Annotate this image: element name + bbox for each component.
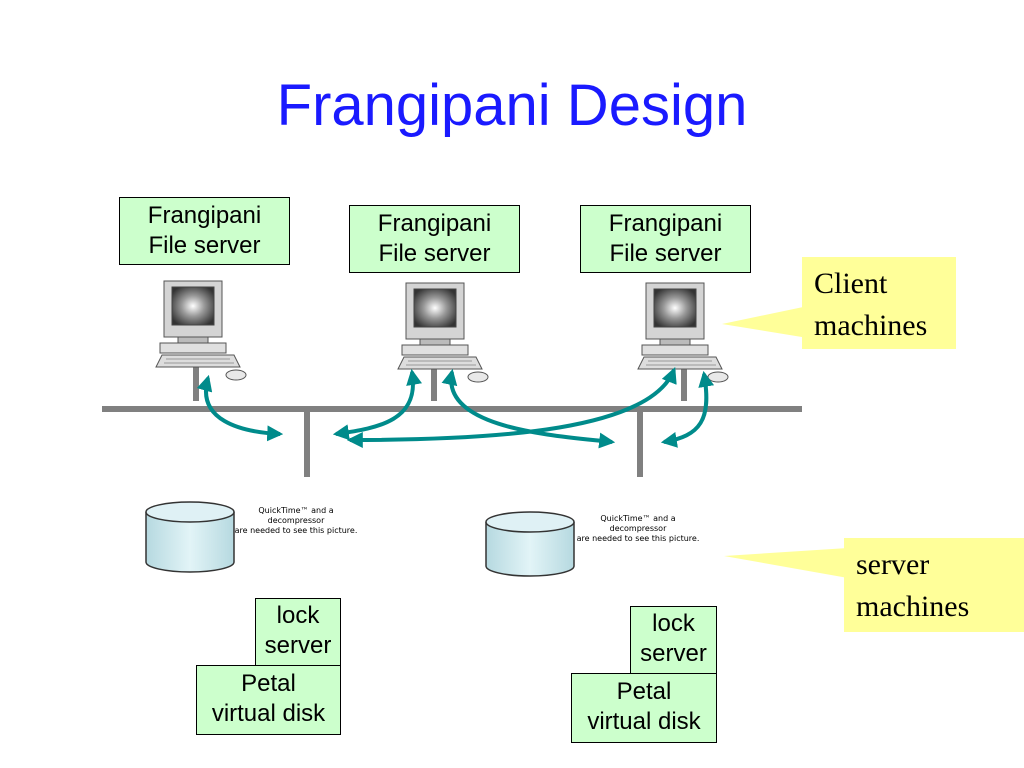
callout-text: server bbox=[856, 548, 930, 581]
lock-server-label: server bbox=[640, 640, 707, 667]
placeholder-text: are needed to see this picture. bbox=[576, 534, 700, 543]
file-server-box: Frangipani File server bbox=[349, 205, 520, 273]
petal-disk-box: Petal virtual disk bbox=[571, 673, 717, 743]
image-placeholder: QuickTime™ and a decompressor are needed… bbox=[572, 514, 704, 544]
petal-disk-label: Petal bbox=[616, 678, 672, 705]
file-server-label: File server bbox=[378, 240, 491, 267]
callout-pointer bbox=[724, 548, 848, 578]
file-server-label: File server bbox=[148, 232, 261, 259]
callout-text: Client bbox=[814, 267, 888, 300]
callout-text: machines bbox=[856, 590, 970, 623]
placeholder-text: QuickTime™ and a bbox=[258, 506, 334, 515]
computer-icon bbox=[397, 282, 489, 383]
placeholder-text: are needed to see this picture. bbox=[234, 526, 358, 535]
petal-disk-box: Petal virtual disk bbox=[196, 665, 341, 735]
slide-title: Frangipani Design bbox=[276, 73, 748, 138]
lock-server-box: lock server bbox=[255, 598, 341, 666]
server-machines-callout: server machines bbox=[844, 538, 1024, 632]
file-server-label: Frangipani bbox=[377, 210, 492, 237]
petal-disk-label: virtual disk bbox=[211, 700, 326, 727]
callout-text: machines bbox=[814, 309, 928, 342]
lock-server-label: server bbox=[264, 632, 332, 659]
arrow bbox=[196, 374, 284, 442]
placeholder-text: decompressor bbox=[267, 516, 325, 525]
image-placeholder: QuickTime™ and a decompressor are needed… bbox=[230, 506, 362, 536]
petal-disk-label: Petal bbox=[241, 670, 296, 697]
disk-icon bbox=[485, 511, 575, 577]
lock-server-box: lock server bbox=[630, 606, 717, 674]
placeholder-text: decompressor bbox=[609, 524, 667, 533]
computer-icon bbox=[155, 280, 247, 381]
client-machines-callout: Client machines bbox=[802, 257, 956, 349]
arrow bbox=[441, 368, 616, 449]
file-server-box: Frangipani File server bbox=[119, 197, 290, 265]
file-server-label: Frangipani bbox=[608, 210, 723, 237]
file-server-label: File server bbox=[609, 240, 722, 267]
lock-server-label: lock bbox=[276, 602, 320, 629]
file-server-label: Frangipani bbox=[147, 202, 262, 229]
disk-icon bbox=[145, 501, 235, 573]
arrow bbox=[660, 370, 715, 448]
computer-icon bbox=[637, 282, 729, 383]
arrow bbox=[332, 368, 422, 441]
lock-server-label: lock bbox=[652, 610, 695, 637]
callout-pointer bbox=[722, 306, 808, 338]
petal-disk-label: virtual disk bbox=[587, 708, 701, 735]
file-server-box: Frangipani File server bbox=[580, 205, 751, 273]
placeholder-text: QuickTime™ and a bbox=[600, 514, 676, 523]
